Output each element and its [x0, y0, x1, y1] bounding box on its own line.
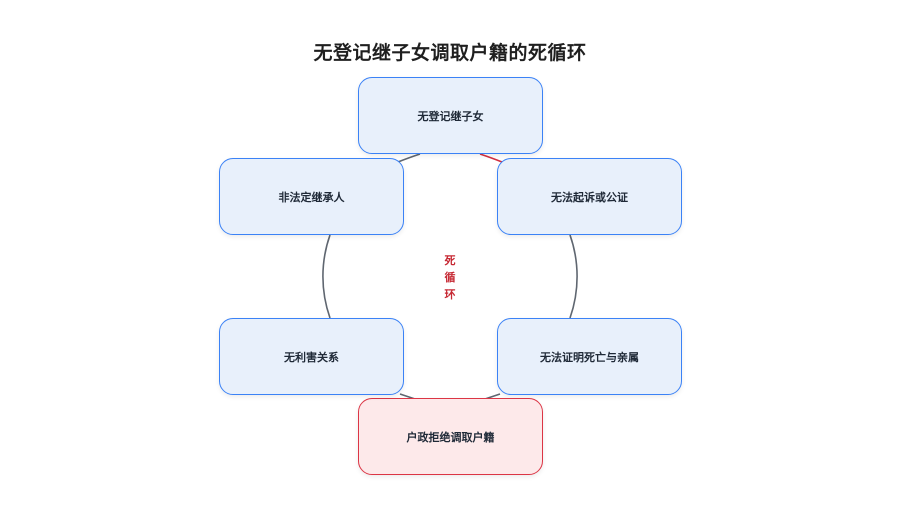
node-right-lower: 无法证明死亡与亲属 — [497, 318, 682, 395]
center-cycle-label: 死循环 — [444, 254, 456, 301]
edge-left-upper-to-top — [397, 153, 421, 163]
node-left-lower: 无利害关系 — [219, 318, 404, 395]
edge-right-upper-to-right-lower — [569, 234, 578, 319]
node-top-label: 无登记继子女 — [417, 109, 484, 123]
node-bottom-label: 户政拒绝调取户籍 — [406, 430, 495, 444]
node-left-lower-label: 无利害关系 — [284, 350, 339, 364]
node-top: 无登记继子女 — [358, 77, 543, 154]
node-right-upper-label: 无法起诉或公证 — [551, 190, 628, 204]
edge-top-to-right-upper — [479, 153, 503, 163]
node-left-upper-label: 非法定继承人 — [278, 190, 345, 204]
node-left-upper: 非法定继承人 — [219, 158, 404, 235]
edge-left-lower-to-left-upper — [322, 234, 331, 319]
diagram-title: 无登记继子女调取户籍的死循环 — [313, 42, 587, 64]
node-right-lower-label: 无法证明死亡与亲属 — [540, 350, 639, 364]
node-bottom: 户政拒绝调取户籍 — [358, 398, 543, 475]
node-right-upper: 无法起诉或公证 — [497, 158, 682, 235]
